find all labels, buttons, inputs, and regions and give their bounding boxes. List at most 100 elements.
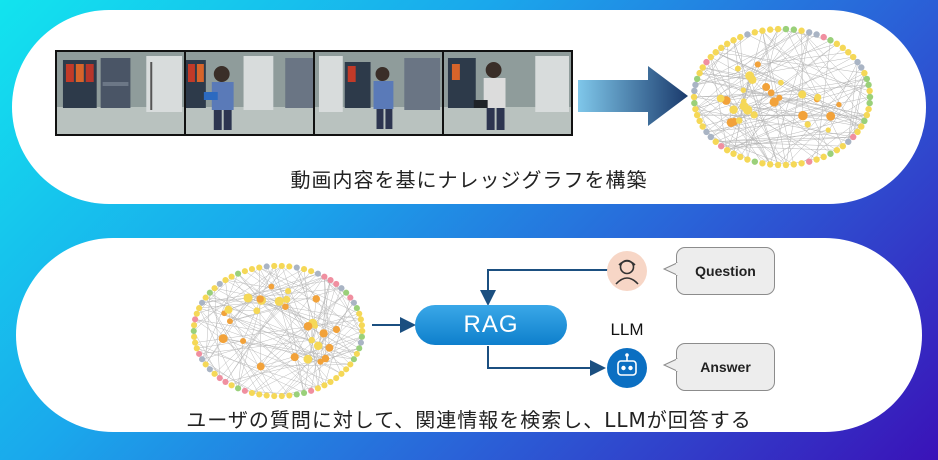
graph-node	[839, 44, 847, 52]
graph-edge	[852, 73, 865, 138]
graph-edge	[715, 52, 865, 122]
graph-node	[263, 263, 270, 270]
graph-node	[353, 350, 360, 357]
graph-node	[712, 49, 719, 56]
video-filmstrip	[55, 50, 573, 136]
graph-edge	[281, 336, 363, 397]
graph-edge	[693, 92, 772, 98]
graph-node	[820, 33, 827, 41]
graph-node	[248, 266, 256, 273]
graph-node	[805, 29, 813, 36]
graph-node	[199, 356, 206, 363]
graph-edge	[228, 309, 257, 311]
graph-node	[325, 343, 334, 352]
question-bubble: Question	[676, 247, 775, 295]
graph-node	[282, 303, 289, 310]
graph-edge	[739, 43, 838, 121]
graph-node	[333, 374, 340, 382]
graph-node	[699, 123, 706, 130]
graph-node	[703, 128, 710, 136]
graph-node	[278, 262, 285, 270]
graph-node	[707, 53, 715, 61]
graph-node	[319, 329, 328, 338]
graph-node	[717, 44, 725, 52]
graph-node	[751, 158, 759, 165]
graph-node	[866, 87, 873, 95]
graph-edge	[762, 30, 840, 105]
graph-edge	[231, 276, 360, 349]
graph-edge	[237, 300, 262, 389]
graph-edge	[214, 288, 221, 379]
graph-edge	[202, 313, 360, 360]
graph-edge	[695, 34, 817, 110]
graph-node	[218, 334, 228, 344]
bottom-caption: ユーザの質問に対して、関連情報を検索し、LLMが回答する	[186, 408, 752, 432]
graph-node	[723, 146, 731, 154]
graph-edge	[199, 339, 312, 355]
graph-node	[191, 333, 198, 340]
graph-node	[833, 40, 841, 48]
graph-node	[240, 337, 247, 345]
llm-label: LLM	[610, 320, 644, 339]
graph-node	[300, 266, 308, 273]
graph-edge	[694, 102, 748, 160]
graph-edge	[307, 358, 351, 365]
graph-node	[865, 105, 872, 113]
graph-node	[224, 305, 233, 314]
graph-node	[826, 111, 836, 121]
graph-node	[199, 299, 206, 306]
graph-node	[839, 142, 847, 150]
video-frame	[444, 52, 571, 134]
graph-node	[712, 138, 719, 145]
graph-edge	[697, 100, 744, 116]
graph-edge	[727, 115, 804, 151]
graph-edge	[271, 265, 282, 287]
graph-node	[723, 40, 731, 48]
graph-edge	[706, 61, 771, 165]
graph-node	[216, 280, 223, 288]
graph-node	[312, 295, 320, 303]
graph-edge	[294, 356, 325, 386]
graph-node	[308, 336, 315, 344]
graph-edge	[198, 308, 239, 389]
graph-node	[735, 117, 743, 124]
graph-edge	[307, 348, 360, 360]
graph-node	[193, 310, 200, 317]
graph-node	[321, 382, 328, 389]
graph-edge	[816, 40, 831, 160]
graph-node	[256, 295, 264, 303]
graph-edge	[752, 79, 831, 154]
graph-node	[717, 142, 725, 150]
graph-node	[798, 160, 805, 167]
video-frame	[57, 52, 184, 134]
graph-edge	[260, 276, 325, 367]
graph-edge	[195, 319, 308, 360]
graph-node	[356, 310, 363, 317]
graph-node	[833, 146, 841, 154]
graph-edge	[256, 276, 325, 311]
graph-edge	[710, 32, 810, 138]
graph-node	[327, 277, 334, 284]
graph-edge	[721, 72, 865, 147]
graph-node	[314, 385, 321, 392]
graph-node	[729, 105, 738, 115]
graph-node	[332, 325, 341, 334]
graph-node	[222, 378, 229, 385]
graph-node	[193, 345, 200, 352]
graph-node	[693, 75, 701, 83]
graph-node	[357, 316, 364, 323]
graph-node	[312, 323, 318, 329]
graph-node	[863, 75, 871, 83]
user-avatar-icon	[607, 251, 647, 291]
graph-node	[286, 263, 293, 270]
graph-edge	[224, 313, 326, 359]
graph-node	[762, 83, 771, 91]
graph-node	[845, 138, 852, 145]
graph-node	[271, 392, 278, 400]
graph-node	[740, 87, 747, 93]
graph-edge	[193, 330, 220, 379]
graph-edge	[733, 40, 779, 166]
graph-edge	[842, 47, 858, 63]
graph-node	[192, 339, 199, 346]
graph-node	[696, 117, 703, 125]
